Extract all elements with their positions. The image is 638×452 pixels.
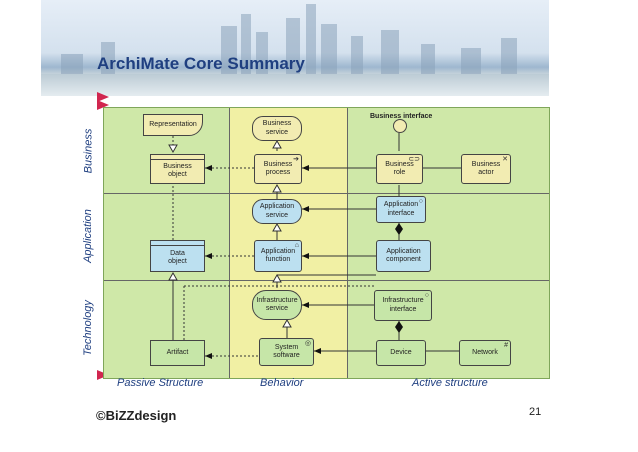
header-marker-arrow <box>97 100 109 110</box>
system-software-icon: ◎ <box>304 340 311 347</box>
artifact-element: Artifact <box>150 340 205 366</box>
function-icon: ⌂ <box>294 242 299 249</box>
network-icon: # <box>504 342 508 349</box>
layer-label-technology: Technology <box>82 300 95 356</box>
interface-icon: ○ <box>418 198 423 205</box>
column-separator <box>229 108 230 378</box>
role-icon: ⊂⊃ <box>408 156 420 163</box>
column-label-behavior: Behavior <box>260 377 304 389</box>
page-number: 21 <box>529 406 542 418</box>
bizzdesign-logo: ©BiZZdesign <box>96 408 177 423</box>
actor-icon: ✕ <box>502 156 508 163</box>
representation-element: Representation <box>143 114 203 136</box>
layer-separator <box>104 280 549 281</box>
header-marker-arrow <box>97 92 109 102</box>
column-label-active: Active structure <box>412 377 488 389</box>
slide-title: ArchiMate Core Summary <box>97 54 305 73</box>
business-interface-label: Business interface <box>370 113 433 120</box>
interface-icon: ○ <box>424 292 429 299</box>
header-banner-image <box>41 0 549 96</box>
relationship-lines <box>168 133 461 359</box>
network-element: # Network <box>459 340 511 366</box>
business-interface-element <box>393 119 407 133</box>
device-element: Device <box>376 340 426 366</box>
layer-label-application: Application <box>82 209 95 263</box>
column-label-passive: Passive Structure <box>117 377 204 389</box>
layer-separator <box>104 193 549 194</box>
column-separator <box>347 108 348 378</box>
process-arrow-icon: ➔ <box>293 156 299 163</box>
layer-label-business: Business <box>82 128 95 174</box>
